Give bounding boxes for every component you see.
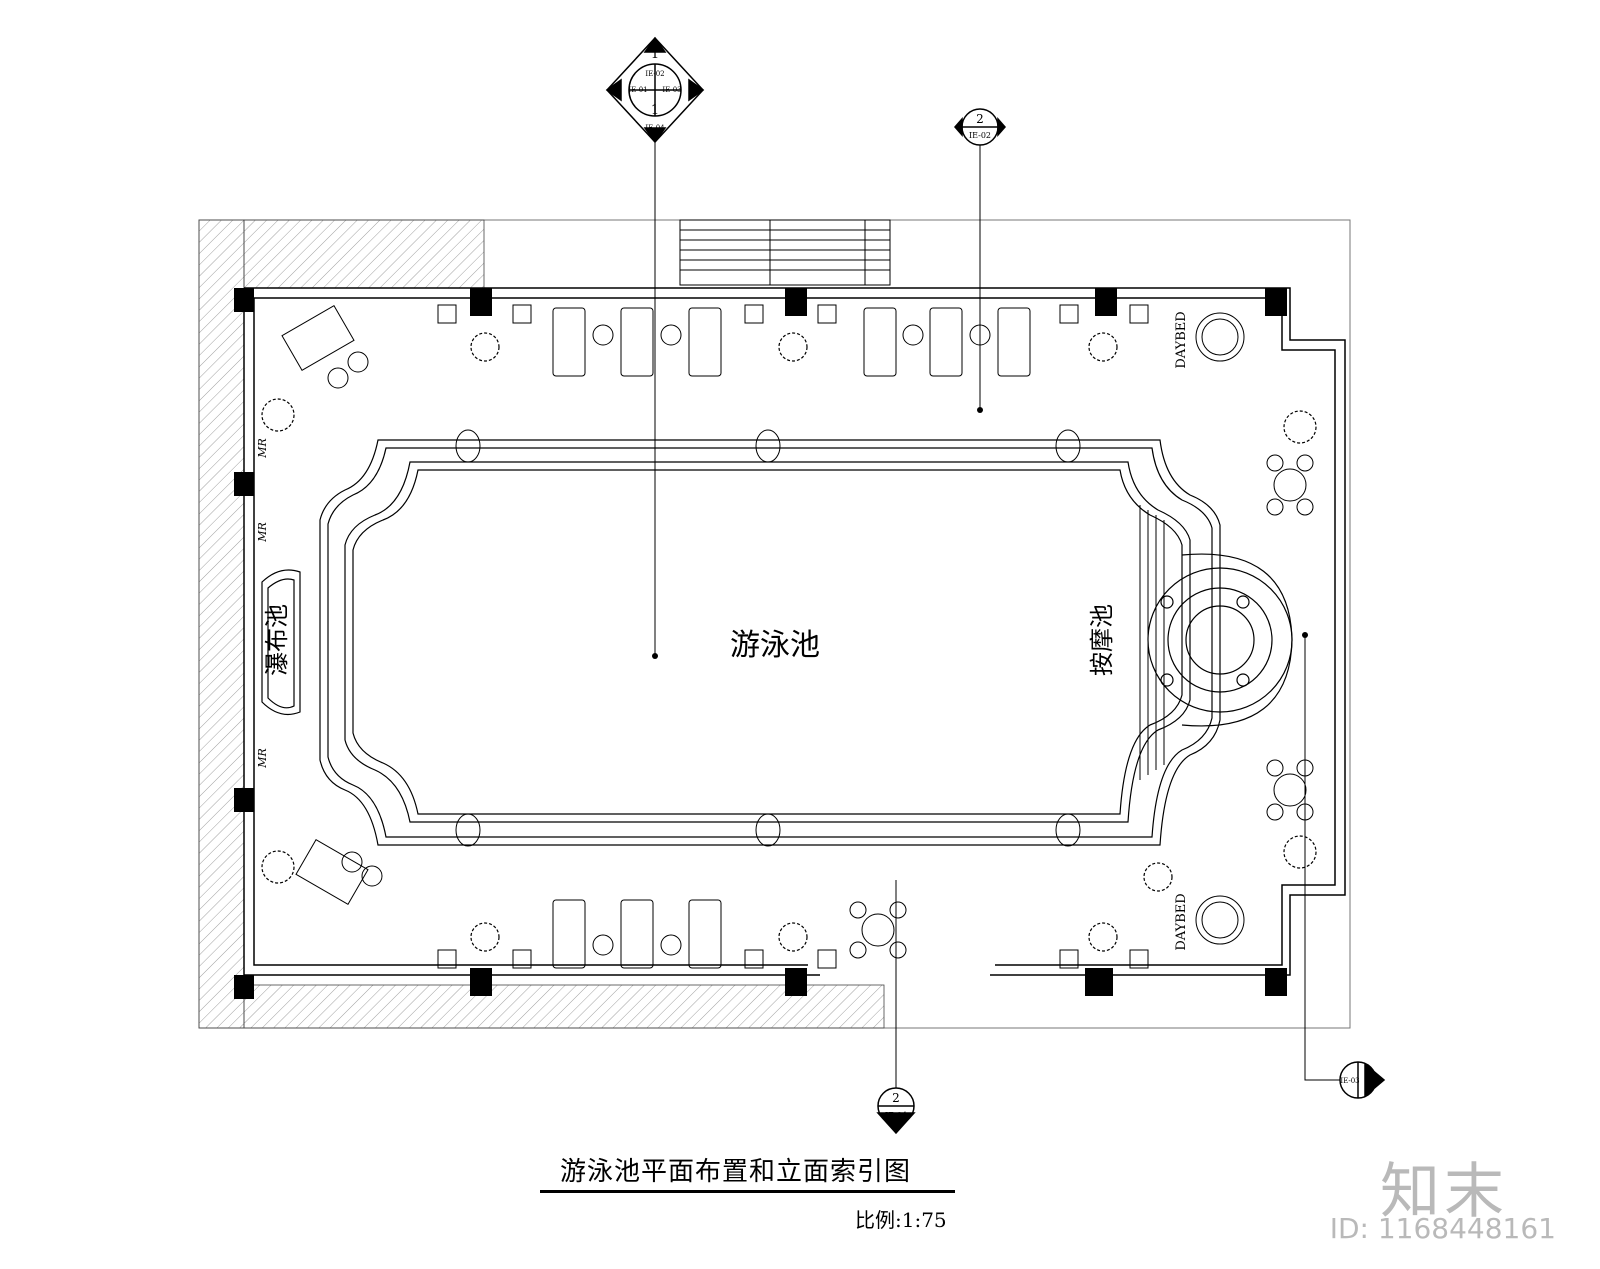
floor-grilles [437, 304, 1149, 969]
lounge-sofas [281, 304, 383, 906]
pool-lights [455, 429, 1081, 847]
index-bottom-number: 2 [892, 1091, 900, 1105]
daybed-label-top: DAYBED [1174, 311, 1189, 368]
document-id: ID: 1168448161 [1329, 1212, 1556, 1245]
waterfall-pool [261, 569, 301, 715]
lounger-group-top [552, 307, 1031, 377]
index-symbol-top-right [954, 108, 1006, 146]
massage-pool-label: 按摩池 [1088, 604, 1116, 676]
daybeds [1195, 312, 1245, 945]
waterfall-pool-label: 瀑布池 [263, 604, 291, 676]
index-leaders [654, 140, 1340, 1090]
top-stair [679, 219, 891, 286]
drawing-scale: 比例:1:75 [855, 1208, 947, 1232]
mr-note-2: MR [256, 522, 269, 543]
left-wall-hatch [198, 219, 245, 1029]
plants [261, 332, 1317, 952]
bistro-tables [849, 454, 1314, 959]
brand-logo-text: 知末 [1380, 1157, 1508, 1227]
index-top-right-sheet: IE-02 [969, 131, 991, 140]
quad-bottom-sheet: IE-04 [645, 124, 665, 132]
quad-left-sheet: IE-01 [628, 86, 647, 94]
quad-left-number: 1 [614, 83, 622, 98]
bottom-wall-hatch [243, 984, 885, 1029]
swimming-pool-outline [319, 439, 1221, 846]
index-symbol-bottom [876, 1087, 916, 1135]
mr-note-3: MR [256, 748, 269, 769]
quad-top-sheet: IE-02 [645, 70, 664, 78]
swimming-pool-label: 游泳池 [730, 628, 820, 663]
index-right-number: 2 [1367, 1075, 1374, 1088]
index-symbol-right [1339, 1061, 1386, 1099]
top-wall-hatch [243, 219, 485, 289]
leader-dot-top-right [977, 407, 983, 413]
quad-right-sheet: IE-03 [662, 86, 681, 94]
daybed-label-bottom: DAYBED [1174, 893, 1189, 950]
quad-index-symbol [605, 36, 705, 144]
pool-steps [1139, 505, 1165, 780]
columns [234, 288, 1287, 999]
mr-note-1: MR [256, 438, 269, 459]
leader-dot-main [652, 653, 658, 659]
quad-top-number: 1 [651, 47, 659, 62]
index-bottom-sheet: IE-04 [885, 1111, 907, 1120]
leader-dot-right [1302, 632, 1308, 638]
title-underline [540, 1190, 955, 1193]
massage-pool [1147, 553, 1293, 727]
lounger-group-bottom [552, 899, 722, 969]
quad-bottom-number: 1 [651, 103, 659, 118]
quad-right-number: 1 [688, 83, 696, 98]
index-top-right-number: 2 [976, 112, 984, 126]
index-right-sheet: IE-03 [1340, 1077, 1359, 1085]
drawing-title: 游泳池平面布置和立面索引图 [560, 1157, 912, 1187]
